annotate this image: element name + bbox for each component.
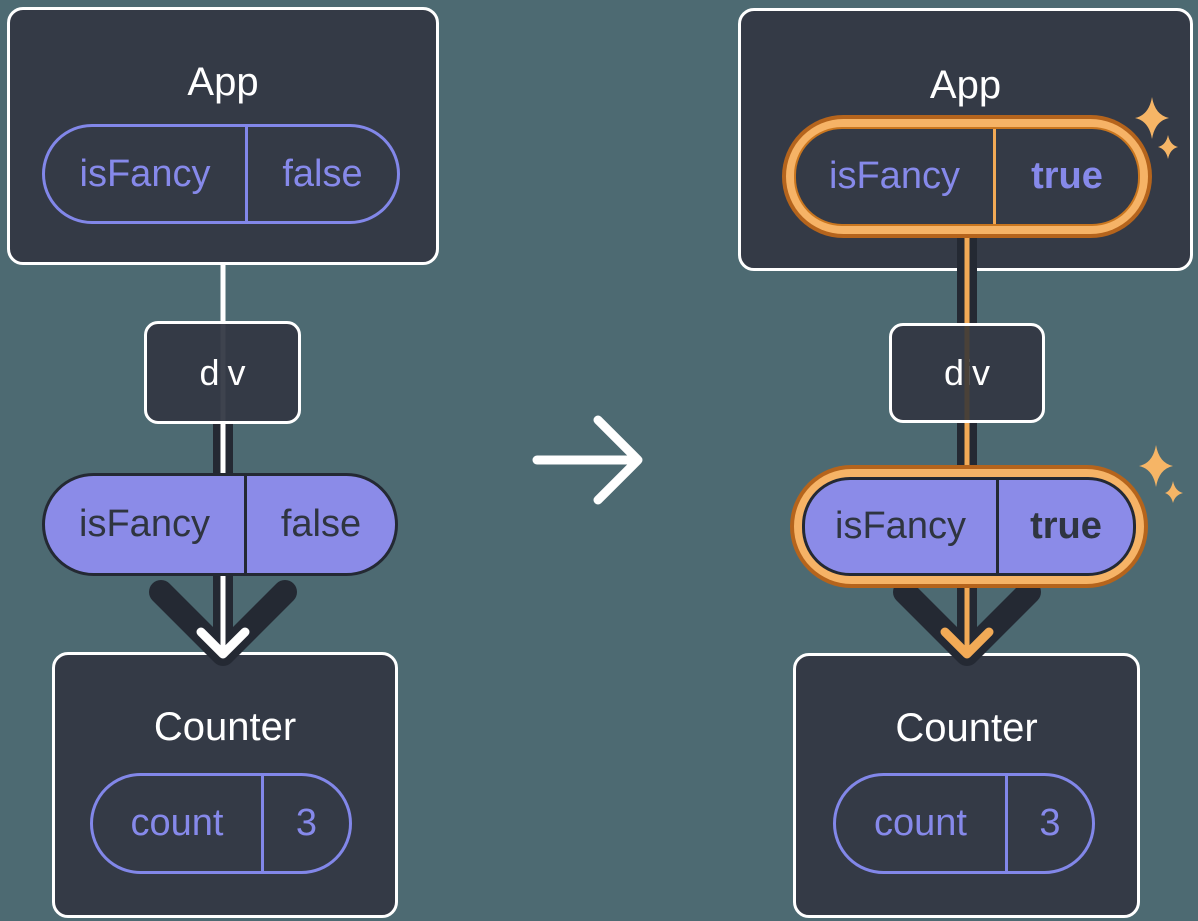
state-name: count xyxy=(93,776,264,871)
state-pill-isfancy-after-highlight: isFancy true xyxy=(782,115,1152,238)
prop-pill-isfancy-after-highlight: isFancy true xyxy=(790,465,1148,588)
state-name: count xyxy=(836,776,1008,871)
prop-value: false xyxy=(280,503,362,545)
highlight-ring: isFancy true xyxy=(786,119,1148,234)
prop-value: true xyxy=(1030,505,1102,547)
through-line xyxy=(220,324,225,421)
sparkle-icon xyxy=(1139,445,1173,487)
sparkle-icon xyxy=(1165,481,1183,503)
prop-name: isFancy xyxy=(45,476,247,573)
component-title: Counter xyxy=(895,706,1038,750)
div-node-before: div xyxy=(144,321,301,424)
flow-arrowhead-orange-right xyxy=(940,627,994,659)
state-name: isFancy xyxy=(45,127,248,221)
div-node-after: div xyxy=(889,323,1045,423)
transform-arrow-icon xyxy=(532,415,643,505)
state-pill-count-before: count 3 xyxy=(90,773,352,874)
state-pill-isfancy-before: isFancy false xyxy=(42,124,400,224)
through-line xyxy=(964,326,970,420)
state-value: 3 xyxy=(295,802,318,844)
state-pill-count-after: count 3 xyxy=(833,773,1095,874)
state-value: false xyxy=(282,152,363,195)
sparkle-icon xyxy=(1135,97,1169,139)
prop-name: isFancy xyxy=(805,480,999,573)
sparkle-icon xyxy=(1158,135,1178,159)
state-name: isFancy xyxy=(796,129,996,224)
highlight-ring: isFancy true xyxy=(794,469,1144,584)
component-title: Counter xyxy=(153,705,297,749)
state-value: 3 xyxy=(1039,802,1061,844)
prop-pill-isfancy-before: isFancy false xyxy=(42,473,398,576)
state-value: true xyxy=(1031,155,1103,197)
component-title: App xyxy=(187,60,259,104)
component-title: App xyxy=(929,63,1002,107)
flow-arrowhead-white-left xyxy=(196,627,250,659)
